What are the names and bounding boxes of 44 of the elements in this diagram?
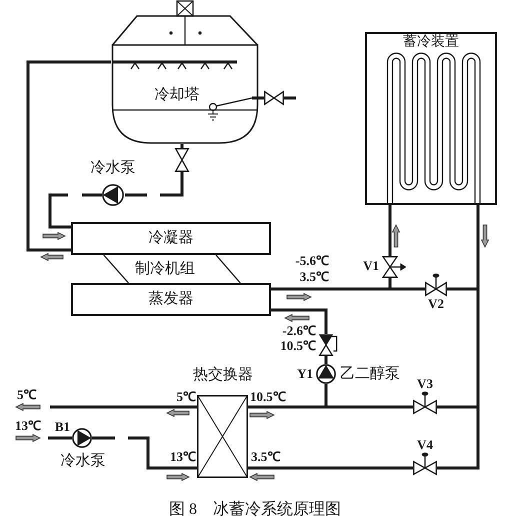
valve-label: V3 [417, 376, 433, 392]
pipe [271, 308, 328, 334]
pipe [284, 96, 296, 100]
equipment-box: 蒸发器 [71, 283, 271, 316]
temperature-label: 13℃ [170, 450, 196, 464]
pipe [437, 205, 480, 470]
temperature-label: 13℃ [15, 418, 41, 434]
unit-label: 制冷机组 [135, 260, 195, 278]
storage-tank [365, 32, 497, 205]
pipe [92, 436, 197, 470]
temperature-label: 10.5℃ [280, 338, 316, 354]
tower-label: 冷却塔 [154, 86, 200, 104]
pipe [388, 205, 392, 256]
pipe [180, 144, 184, 148]
valve-label: V2 [428, 296, 444, 312]
pipe [259, 96, 264, 100]
direction-arrow [42, 232, 66, 240]
temperature-label: -2.6℃ [282, 324, 316, 338]
valve-label: V1 [363, 258, 379, 274]
pump-label: Y1 [297, 366, 313, 382]
pump-label: 冷水泵 [60, 452, 106, 470]
tank-label: 蓄冷装置 [403, 34, 459, 50]
valve-label: V4 [417, 438, 433, 452]
equipment-label: 热交换器 [193, 366, 253, 384]
pipe [48, 436, 72, 440]
direction-arrow [392, 224, 400, 248]
pump-label: 乙二醇泵 [340, 366, 400, 382]
temperature-label: 10.5℃ [250, 390, 286, 404]
pipe [48, 194, 102, 228]
pump-label: B1 [54, 420, 70, 434]
temperature-label: 3.5℃ [251, 450, 280, 464]
pipe [124, 172, 184, 196]
pipe [248, 384, 328, 408]
temperature-label: 5℃ [17, 388, 36, 402]
pipe [248, 466, 413, 470]
temperature-label: 5℃ [176, 390, 196, 404]
direction-arrow [284, 314, 310, 322]
pump-label: 冷水泵 [90, 160, 136, 176]
pipe [50, 406, 197, 408]
equipment-box: 冷凝器 [71, 222, 271, 255]
pipe [324, 356, 328, 364]
temperature-label: 3.5℃ [300, 270, 329, 284]
figure-caption: 图 8 冰蓄冷系统原理图 [169, 501, 341, 519]
temperature-label: -5.6℃ [295, 254, 329, 268]
